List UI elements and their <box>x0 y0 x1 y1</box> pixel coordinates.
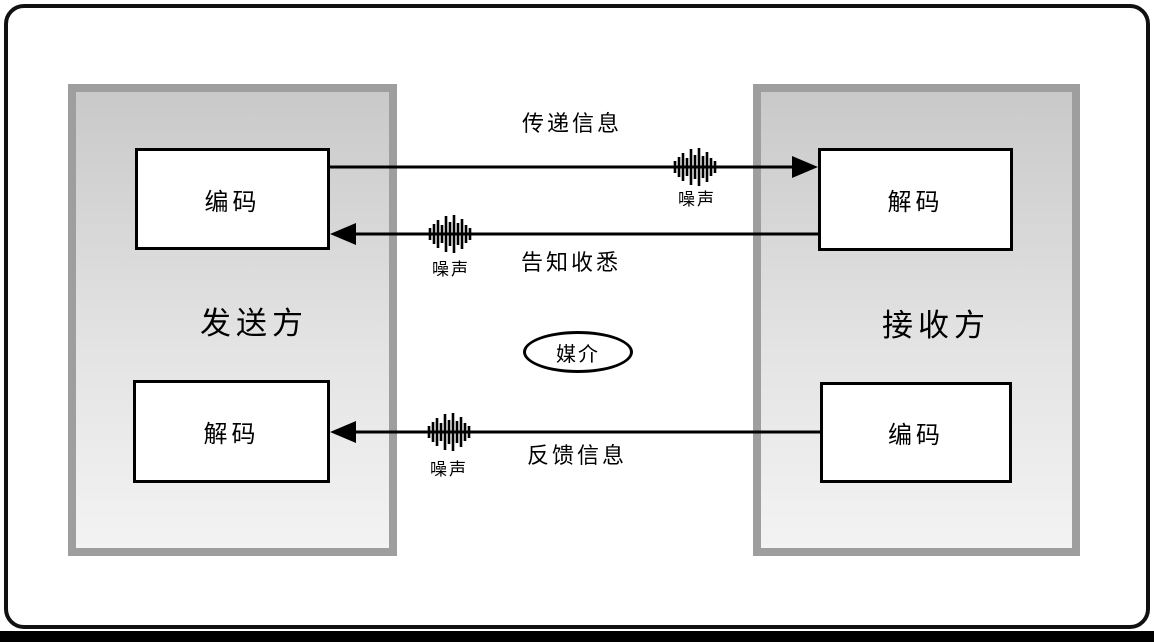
noise-label-feedback: 噪声 <box>430 460 468 479</box>
receiver-title: 接收方 <box>882 308 990 343</box>
noise-label-forward: 噪声 <box>678 190 716 209</box>
receiver-encode-label: 编码 <box>888 422 944 449</box>
medium-label: 媒介 <box>556 343 600 366</box>
sender-title: 发送方 <box>200 306 308 341</box>
forward-flow-label: 传递信息 <box>521 111 623 136</box>
sender-encode-label: 编码 <box>204 188 261 216</box>
sender-decode-box: 解码 <box>133 380 330 483</box>
receiver-decode-box: 解码 <box>818 148 1013 251</box>
receiver-encode-box: 编码 <box>820 382 1012 483</box>
sender-encode-box: 编码 <box>135 148 330 250</box>
noise-label-ack: 噪声 <box>432 260 470 279</box>
sender-decode-label: 解码 <box>203 421 260 448</box>
ack-flow-label: 告知收悉 <box>520 250 622 275</box>
feedback-flow-label: 反馈信息 <box>526 443 628 468</box>
medium-ellipse: 媒介 <box>523 331 633 373</box>
receiver-decode-label: 解码 <box>887 189 944 216</box>
bottom-edge-bar <box>0 631 1154 642</box>
